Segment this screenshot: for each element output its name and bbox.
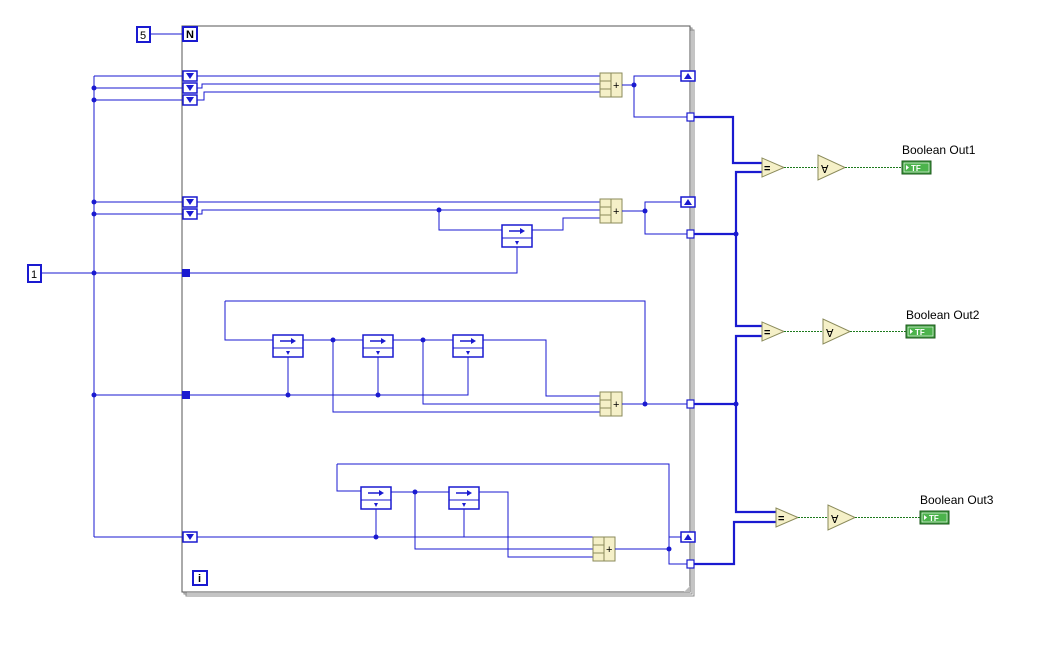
initial-value-constant[interactable]: 1 <box>27 264 42 283</box>
output-tunnel-1[interactable] <box>686 112 695 122</box>
equal-comparator-2[interactable]: = <box>761 321 786 342</box>
iteration-terminal[interactable]: i <box>192 570 208 586</box>
initial-value: 1 <box>31 269 37 281</box>
and-array-symbol: ∀ <box>821 164 829 176</box>
for-loop-structure[interactable] <box>181 25 695 597</box>
and-array-symbol: ∀ <box>826 328 834 340</box>
indicator-label: Boolean Out1 <box>902 143 976 157</box>
loop-count-terminal[interactable]: N <box>182 26 198 42</box>
and-array-elements-3[interactable]: ∀ <box>827 504 857 531</box>
loop-count-symbol: N <box>186 29 194 41</box>
rotate-array-function-c1[interactable] <box>360 486 392 510</box>
loop-count-value: 5 <box>140 30 146 42</box>
and-array-symbol: ∀ <box>831 514 839 526</box>
rotate-array-function-c2[interactable] <box>448 486 480 510</box>
equal-comparator-1[interactable]: = <box>761 157 786 178</box>
add-symbol: + <box>613 80 619 92</box>
add-symbol: + <box>613 399 619 411</box>
shift-register-left-4[interactable] <box>182 531 198 543</box>
equal-symbol: = <box>764 327 770 339</box>
add-symbol: + <box>613 206 619 218</box>
shift-register-left-stack-1[interactable] <box>182 70 198 106</box>
indicator-label: Boolean Out2 <box>906 308 980 322</box>
output-tunnel-3[interactable] <box>686 399 695 409</box>
add-symbol: + <box>606 544 612 556</box>
indicator-terminal-text: TF <box>911 164 921 173</box>
shift-register-right-1[interactable] <box>680 70 696 82</box>
equal-symbol: = <box>764 163 770 175</box>
boolean-out1-indicator[interactable]: Boolean Out1 TF <box>901 143 976 175</box>
indicator-label: Boolean Out3 <box>920 493 994 507</box>
and-array-elements-1[interactable]: ∀ <box>817 154 847 181</box>
equal-comparator-3[interactable]: = <box>775 507 800 528</box>
output-tunnel-4[interactable] <box>686 559 695 569</box>
rotate-array-function-b2[interactable] <box>362 334 394 358</box>
indicator-terminal-text: TF <box>915 328 925 337</box>
boolean-out3-indicator[interactable]: Boolean Out3 TF <box>919 493 994 525</box>
compound-add-function-2[interactable]: + <box>599 198 623 224</box>
iteration-symbol: i <box>198 573 201 585</box>
boolean-out2-indicator[interactable]: Boolean Out2 TF <box>905 308 980 339</box>
and-array-elements-2[interactable]: ∀ <box>822 318 852 345</box>
indicator-terminal-text: TF <box>929 514 939 523</box>
shift-register-right-2[interactable] <box>680 196 696 208</box>
rotate-array-function-a[interactable] <box>501 224 533 248</box>
rotate-array-function-b1[interactable] <box>272 334 304 358</box>
output-tunnel-2[interactable] <box>686 229 695 239</box>
shift-register-right-4[interactable] <box>680 531 696 543</box>
equal-symbol: = <box>778 513 784 525</box>
compound-add-function-1[interactable]: + <box>599 72 623 98</box>
compound-add-function-4[interactable]: + <box>592 536 616 562</box>
loop-count-constant[interactable]: 5 <box>136 26 151 43</box>
rotate-array-function-b3[interactable] <box>452 334 484 358</box>
compound-add-function-3[interactable]: + <box>599 391 623 417</box>
